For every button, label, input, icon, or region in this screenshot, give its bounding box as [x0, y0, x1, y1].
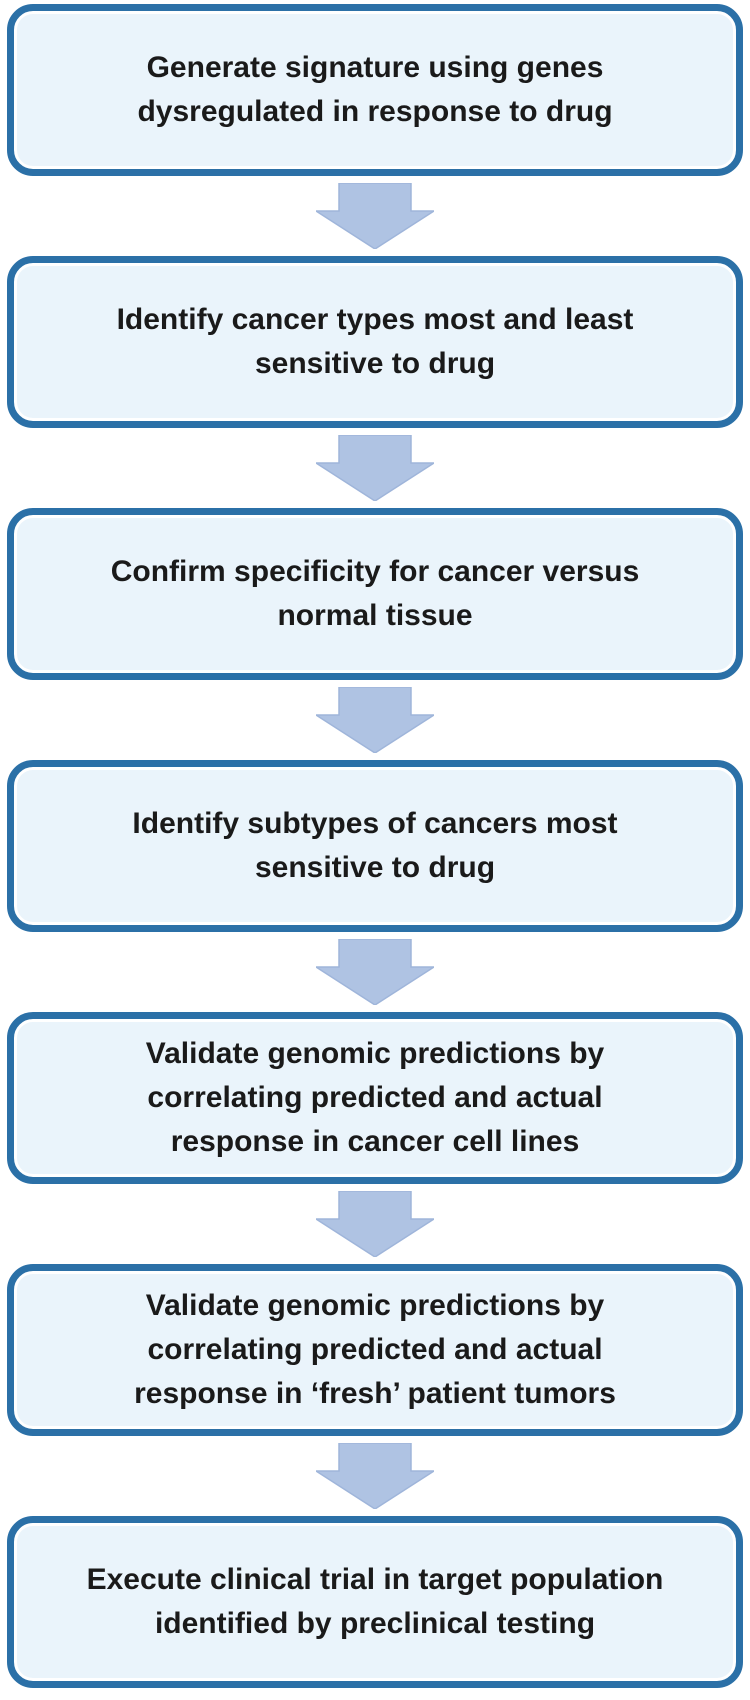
flow-step-execute-clinical-trial: Execute clinical trial in target populat…: [7, 1516, 743, 1688]
flow-step-validate-cell-lines: Validate genomic predictions by correlat…: [7, 1012, 743, 1184]
connector-4: [316, 932, 434, 1012]
flow-step-confirm-specificity: Confirm specificity for cancer versus no…: [7, 508, 743, 680]
connector-5: [316, 1184, 434, 1264]
flow-step-identify-cancer-types: Identify cancer types most and least sen…: [7, 256, 743, 428]
arrow-down-icon: [316, 1191, 434, 1257]
connector-3: [316, 680, 434, 760]
flow-step-validate-patient-tumors: Validate genomic predictions by correlat…: [7, 1264, 743, 1436]
arrow-down-icon: [316, 687, 434, 753]
arrow-down-icon: [316, 1443, 434, 1509]
arrow-down-icon: [316, 939, 434, 1005]
connector-6: [316, 1436, 434, 1516]
connector-1: [316, 176, 434, 256]
connector-2: [316, 428, 434, 508]
flow-step-generate-signature: Generate signature using genes dysregula…: [7, 4, 743, 176]
flow-step-identify-subtypes: Identify subtypes of cancers most sensit…: [7, 760, 743, 932]
arrow-down-icon: [316, 435, 434, 501]
arrow-down-icon: [316, 183, 434, 249]
